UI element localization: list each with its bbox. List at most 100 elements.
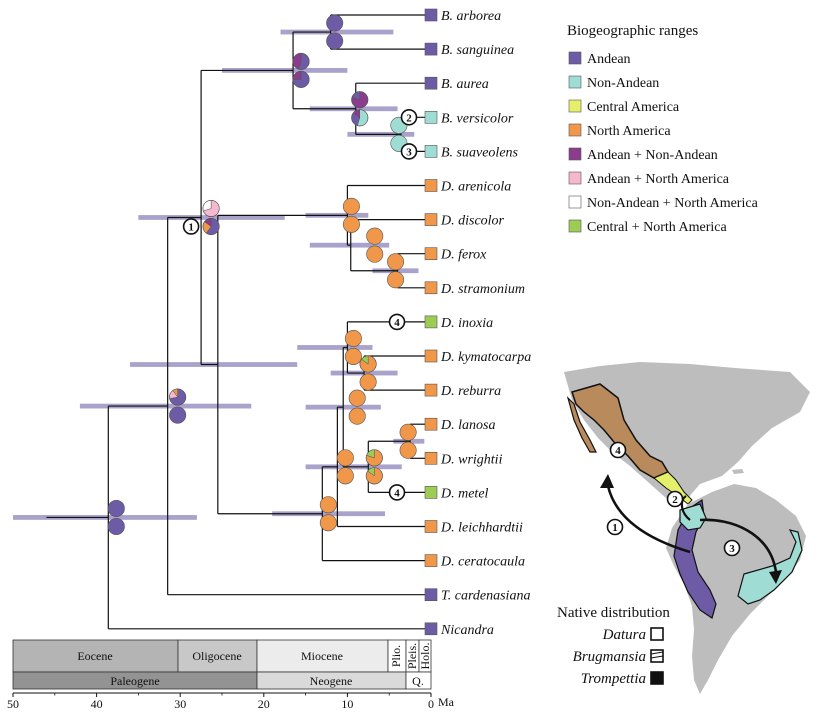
taxon-label: T. cardenasiana <box>441 589 530 604</box>
taxon-label: D. discolor <box>440 214 505 229</box>
tip-square <box>424 247 438 260</box>
ancestral-pie <box>348 389 366 407</box>
marker-number: 1 <box>188 221 194 233</box>
hpd-bar <box>297 345 373 350</box>
ancestral-pie <box>351 109 369 127</box>
legend-item-label: Central + North America <box>587 220 727 235</box>
marker-circle <box>388 313 406 331</box>
legend-item-label: Andean <box>587 52 631 67</box>
distribution-label-trompettia: Trompettia <box>581 671 646 687</box>
legend-swatch <box>568 147 582 161</box>
dispersal-marker-4b: 4 <box>388 484 406 501</box>
neogene-label: Neogene <box>310 674 353 688</box>
hpd-bar <box>280 29 394 35</box>
tip-square <box>424 111 438 124</box>
north-america-landmass <box>564 362 810 504</box>
ancestral-pie <box>342 197 360 215</box>
caribbean-islands <box>712 458 744 474</box>
tip-square <box>424 145 438 158</box>
legend-item-label: Non-Andean + North America <box>587 196 759 211</box>
pie-slice <box>326 32 344 50</box>
hpd-bar <box>272 511 386 517</box>
pie-slice <box>348 407 366 425</box>
ancestral-pie <box>336 467 354 485</box>
map-marker-4: 4 <box>609 441 627 459</box>
taxon-label: B. sanguinea <box>441 43 514 58</box>
ancestral-pie <box>365 467 383 485</box>
tip-square <box>424 76 438 90</box>
paleogene-label: Paleogene <box>110 674 159 688</box>
tip-square <box>424 213 438 226</box>
ancestral-pie <box>344 329 362 347</box>
marker-circle <box>606 518 624 536</box>
legend-item-label: Andean + North America <box>587 172 730 187</box>
legend-item-label: Central America <box>587 100 680 115</box>
tip-square <box>424 451 438 465</box>
ancestral-pie <box>399 441 417 459</box>
tip-square <box>424 417 438 431</box>
holocene-label: Holo. <box>418 643 432 670</box>
tip-square <box>424 42 438 56</box>
marker-circle <box>723 539 741 557</box>
geologic-timescale: Eocene Oligocene Miocene Plio. Pleis. Ho… <box>7 639 455 711</box>
pie-slice <box>107 517 125 535</box>
pie-outline <box>365 449 383 467</box>
axis-tick-label: 0 <box>428 697 434 711</box>
marker-number: 1 <box>612 522 618 534</box>
pie-outline <box>351 91 369 109</box>
tip-square <box>424 554 438 567</box>
legend-swatch <box>568 51 582 65</box>
dispersal-marker-1: 1 <box>182 218 200 235</box>
taxon-label: D. reburra <box>440 384 501 399</box>
ancestral-pie <box>326 14 344 32</box>
distribution-label-brugmansia: Brugmansia <box>573 649 646 665</box>
taxon-label: D. inoxia <box>440 316 493 331</box>
ancestral-pie <box>351 91 369 109</box>
marker-number: 3 <box>406 146 412 158</box>
legend-swatch <box>568 123 582 137</box>
pie-slice <box>399 441 417 459</box>
oligocene-label: Oligocene <box>192 649 241 663</box>
ancestral-pie <box>292 52 310 70</box>
pie-outline <box>202 217 220 235</box>
brugmansia-range-north <box>679 503 707 531</box>
marker-circle <box>400 109 418 126</box>
ancestral-pie <box>319 496 337 514</box>
quaternary-label: Q. <box>412 674 424 688</box>
ancestral-pie <box>336 449 354 467</box>
pie-outline <box>365 467 383 485</box>
axis-tick-label: 50 <box>7 697 19 711</box>
ancestral-pie <box>348 407 366 425</box>
dispersal-arrow-1 <box>606 485 691 554</box>
marker-number: 4 <box>615 445 621 457</box>
pie-outline <box>202 199 220 217</box>
legend-swatch <box>568 99 582 113</box>
pie-slice <box>107 499 125 517</box>
baja-california <box>566 395 597 453</box>
ancestral-pie <box>107 499 125 517</box>
ancestral-pie <box>387 253 405 271</box>
taxon-label: B. arborea <box>441 9 501 24</box>
ancestral-pie <box>202 199 220 217</box>
ancestral-pie <box>344 347 362 365</box>
ancestral-pie <box>399 423 417 441</box>
ancestral-pie <box>202 217 220 235</box>
ancestral-pie <box>326 32 344 50</box>
dispersal-marker-2: 2 <box>400 109 418 126</box>
south-america-landmass <box>666 484 806 694</box>
axis-tick-label: 30 <box>174 697 186 711</box>
taxon-label: D. stramonium <box>440 282 525 297</box>
pie-slice <box>319 514 337 532</box>
taxon-label: D. lanosa <box>440 418 495 433</box>
dispersal-marker-3: 3 <box>400 143 418 160</box>
eocene-label: Eocene <box>77 649 112 663</box>
ancestral-pie <box>366 227 384 245</box>
taxon-label: D. metel <box>440 486 489 501</box>
axis-tick-label: 20 <box>258 697 270 711</box>
legend-swatch <box>568 171 582 185</box>
ancestral-pie <box>366 245 384 263</box>
arrow-head-3 <box>769 570 782 584</box>
